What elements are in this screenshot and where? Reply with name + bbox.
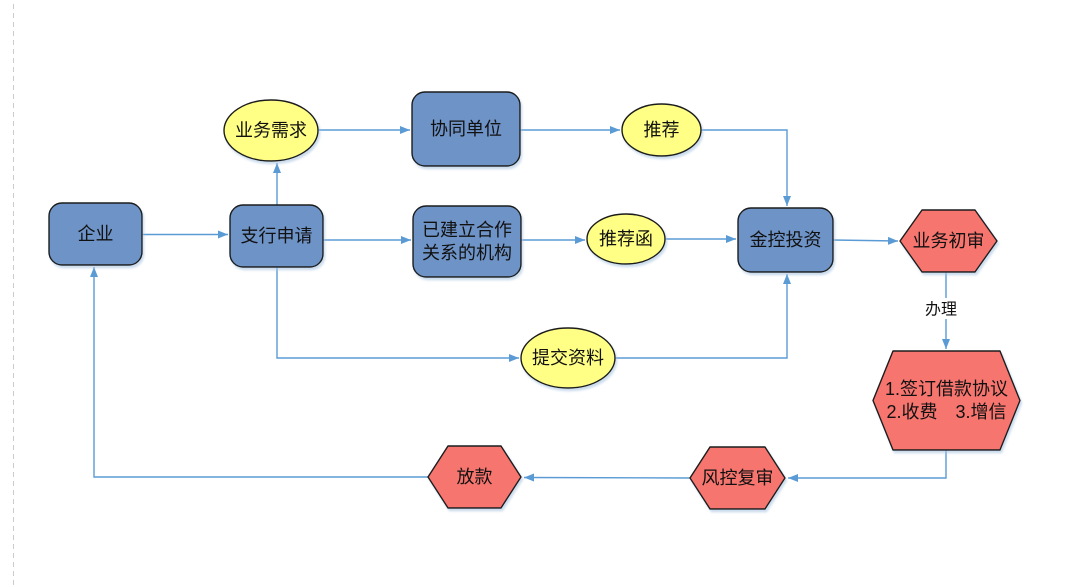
jinkong-investment-shape xyxy=(737,207,834,273)
business-demand-label: 业务需求 xyxy=(235,121,307,141)
edge-contract-to-risk-review xyxy=(788,450,947,482)
partnered-institution-label: 已建立合作关系的机构 xyxy=(422,220,512,263)
edge-jinkong-to-initial-review xyxy=(832,236,899,245)
edge-recommendation-to-jinkong xyxy=(701,129,791,206)
edge-loan-to-enterprise xyxy=(90,267,428,478)
submit-materials-label: 提交资料 xyxy=(532,348,604,368)
edge-label-layer: 办理 xyxy=(921,297,960,322)
node-loan-disbursement: 放款 xyxy=(427,445,522,509)
node-partnered-institution: 已建立合作关系的机构 xyxy=(412,205,522,278)
risk-control-review-shape xyxy=(689,446,786,510)
enterprise-shape xyxy=(48,202,143,266)
node-jinkong-investment: 金控投资 xyxy=(737,207,834,273)
recommendation-letter-label: 推荐函 xyxy=(599,229,653,249)
business-initial-review-shape xyxy=(899,209,998,273)
loan-disbursement-label: 放款 xyxy=(457,467,493,487)
enterprise-label: 企业 xyxy=(78,224,114,244)
contract-steps-shape xyxy=(872,350,1021,451)
node-enterprise: 企业 xyxy=(48,202,143,266)
recommendation-shape xyxy=(621,103,702,157)
jinkong-investment-label: 金控投资 xyxy=(750,230,822,250)
node-business-initial-review: 业务初审 xyxy=(899,209,998,273)
node-submit-materials: 提交资料 xyxy=(520,327,616,389)
node-recommendation-letter: 推荐函 xyxy=(586,213,666,265)
edge-risk-review-to-loan xyxy=(523,473,691,482)
node-collaborating-unit: 协同单位 xyxy=(411,91,521,167)
edge-label-handle: 办理 xyxy=(925,301,957,319)
edge-branch-to-submit-materials xyxy=(276,267,519,362)
business-initial-review-label: 业务初审 xyxy=(913,231,985,251)
recommendation-letter-shape xyxy=(586,213,666,265)
submit-materials-shape xyxy=(520,327,616,389)
edge-layer xyxy=(90,126,950,482)
branch-application-shape xyxy=(229,204,324,268)
node-recommendation: 推荐 xyxy=(621,103,702,157)
loan-disbursement-shape xyxy=(427,445,522,509)
risk-control-review-label: 风控复审 xyxy=(702,468,774,488)
node-branch-application: 支行申请 xyxy=(229,204,324,268)
collaborating-unit-shape xyxy=(411,91,521,167)
partnered-institution-shape xyxy=(412,205,522,278)
edge-submit-materials-to-jinkong xyxy=(615,274,791,359)
node-risk-control-review: 风控复审 xyxy=(689,446,786,510)
collaborating-unit-label: 协同单位 xyxy=(430,119,502,139)
branch-application-label: 支行申请 xyxy=(241,226,313,246)
business-demand-shape xyxy=(223,99,319,162)
node-business-demand: 业务需求 xyxy=(223,99,319,162)
recommendation-label: 推荐 xyxy=(644,120,680,140)
